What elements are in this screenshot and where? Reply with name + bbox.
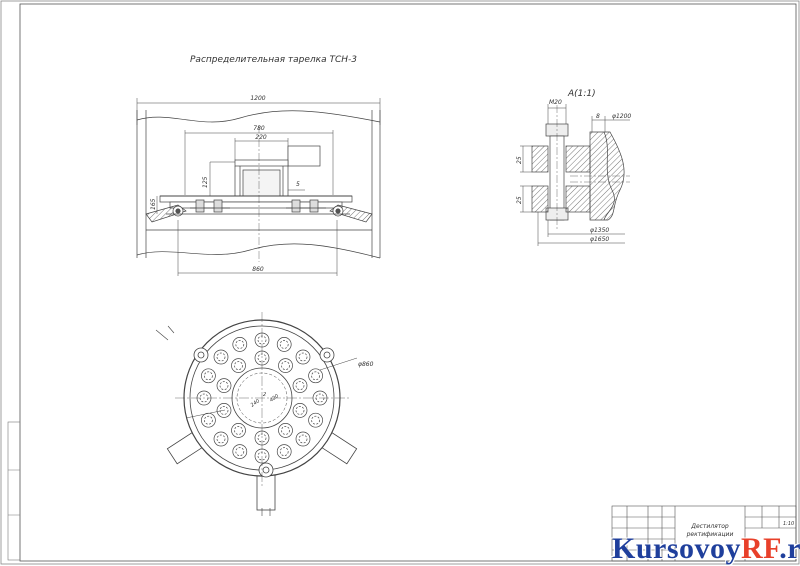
perforation-hole-inner <box>311 371 320 381</box>
watermark-part3: .ru <box>779 532 800 565</box>
plan-view <box>155 312 358 516</box>
perforation-hole-inner <box>298 434 308 444</box>
watermark-part2: RF <box>741 532 780 565</box>
dim-phi1650: φ1650 <box>590 236 609 243</box>
dim-165: 165 <box>150 198 157 210</box>
perforation-hole-inner <box>204 415 213 425</box>
dim-1200: 1200 <box>250 95 265 102</box>
title-block-name-line2: ректификации <box>686 531 734 538</box>
section-label: A(1:1) <box>567 89 596 99</box>
perforation-hole-inner <box>235 447 245 456</box>
section-detail-view <box>520 104 630 246</box>
title-block-name-line1: Дестилятор <box>690 523 729 530</box>
title-block <box>611 505 797 562</box>
dim-phi1350: φ1350 <box>590 227 609 234</box>
dim-25-lower: 25 <box>516 196 523 204</box>
dim-420: 420 <box>269 393 280 403</box>
dim-220: 220 <box>255 134 267 141</box>
perforation-hole-inner <box>281 426 290 435</box>
watermark-part1: Kursovoy <box>612 532 742 565</box>
perforation-hole-inner <box>216 352 226 362</box>
perforation-hole-inner <box>298 352 308 362</box>
perforation-hole-inner <box>234 361 243 370</box>
dim-25-upper: 25 <box>516 156 523 164</box>
dim-2: 2 <box>263 392 266 398</box>
dim-780: 780 <box>253 125 265 132</box>
title-block-scale: 1:10 <box>783 521 794 527</box>
dim-5: 5 <box>296 181 300 188</box>
perforation-hole-inner <box>235 340 245 349</box>
dim-phi1200: φ1200 <box>612 113 631 120</box>
site-watermark: KursovoyRF.ru <box>612 532 800 566</box>
dim-8: 8 <box>596 113 600 120</box>
dim-125: 125 <box>202 176 209 188</box>
perforation-hole-inner <box>295 406 305 415</box>
drawing-frame <box>19 3 797 562</box>
perforation-hole-inner <box>279 340 289 349</box>
main-section-view <box>136 98 381 276</box>
dim-860: 860 <box>252 266 264 273</box>
drawing-title: Распределительная тарелка ТСН-3 <box>190 55 357 65</box>
perforation-hole-inner <box>216 434 226 444</box>
dim-240: 240 <box>250 398 261 408</box>
perforation-hole-inner <box>311 415 320 425</box>
perforation-hole-inner <box>234 426 243 435</box>
perforation-hole-inner <box>279 447 289 456</box>
perforation-hole-inner <box>281 361 290 370</box>
dim-m20: M20 <box>549 99 562 106</box>
perforation-hole-inner <box>295 381 305 390</box>
perforation-hole-inner <box>219 381 229 390</box>
dim-phi860: φ860 <box>358 361 374 368</box>
perforation-hole-inner <box>204 371 213 381</box>
binding-strip <box>7 421 21 561</box>
